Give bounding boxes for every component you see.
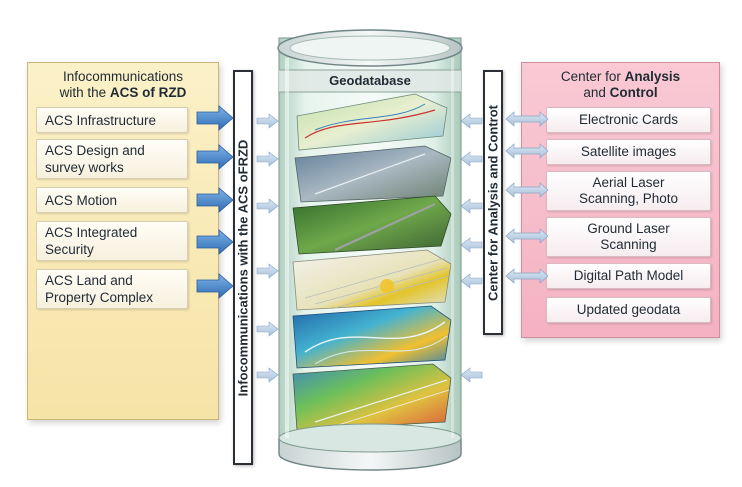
double-arrow-icon: [505, 143, 549, 159]
arrow-right-icon: [196, 187, 234, 213]
map-layer-geodata: [292, 363, 452, 431]
arrow-left-icon: [460, 273, 483, 289]
cylinder-graphic: [277, 29, 463, 471]
item-label: Ground Laser: [587, 221, 670, 236]
arrow-right-icon: [196, 105, 234, 131]
double-arrow-icon: [505, 228, 549, 244]
right-panel-analysis-control: Center for Analysis and Control Electron…: [521, 62, 720, 338]
double-arrow-icon: [505, 268, 549, 284]
arrow-right-icon: [256, 198, 279, 214]
arrow-left-icon: [460, 151, 483, 167]
left-item-acs-design[interactable]: ACS Design and survey works: [36, 139, 188, 179]
arrow-right-icon: [196, 273, 234, 299]
right-item-satellite-images[interactable]: Satellite images: [546, 139, 711, 165]
left-panel-title: Infocommunications with the ACS of RZD: [28, 69, 218, 101]
left-panel-acs-rzd: Infocommunications with the ACS of RZD A…: [27, 62, 219, 420]
map-layer-topographic: [296, 93, 448, 151]
arrow-right-icon: [256, 113, 279, 129]
item-label: Updated geodata: [576, 302, 681, 317]
item-label-2: Property Complex: [45, 290, 154, 305]
arrow-right-icon: [196, 229, 234, 255]
left-item-acs-infrastructure[interactable]: ACS Infrastructure: [36, 107, 188, 133]
arrow-right-icon: [196, 144, 234, 170]
arrow-right-icon: [256, 321, 279, 337]
left-item-acs-motion[interactable]: ACS Motion: [36, 187, 188, 213]
map-layer-terrain-model: [292, 305, 452, 369]
left-title-line2: with the ACS of RZD: [28, 85, 218, 101]
right-title-bold-2: Control: [609, 85, 658, 100]
right-title-line2: and Control: [522, 85, 719, 101]
item-label: Electronic Cards: [578, 112, 679, 127]
map-layer-satellite: [294, 145, 452, 203]
right-title-prefix-2: and: [583, 85, 610, 100]
cylinder-label: Geodatabase: [329, 73, 411, 88]
arrow-right-icon: [256, 151, 279, 167]
map-layer-laser-scan: [292, 249, 452, 311]
item-label: Digital Path Model: [573, 268, 684, 283]
left-title-prefix: with the: [59, 85, 110, 100]
item-label-2: Security: [45, 242, 94, 257]
item-label: Aerial Laser: [592, 175, 665, 190]
item-label: ACS Infrastructure: [45, 112, 157, 128]
right-panel-title: Center for Analysis and Control: [522, 69, 719, 101]
right-title-bold: Analysis: [624, 69, 681, 84]
arrow-right-icon: [256, 367, 279, 383]
double-arrow-icon: [505, 111, 549, 127]
right-vertical-bar: Center for Analysis and Controt: [483, 70, 503, 335]
item-label-2: Scanning: [600, 237, 657, 252]
arrow-left-icon: [460, 113, 483, 129]
right-item-updated-geodata[interactable]: Updated geodata: [546, 297, 711, 323]
right-title-prefix: Center for: [560, 69, 625, 84]
arrow-left-icon: [460, 367, 483, 383]
item-label: ACS Design and: [45, 143, 145, 158]
map-layer-aerial-photo: [292, 195, 452, 255]
item-label-2: survey works: [45, 160, 124, 175]
arrow-left-icon: [460, 198, 483, 214]
right-title-line1: Center for Analysis: [522, 69, 719, 85]
arrow-left-icon: [460, 237, 483, 253]
item-label: ACS Integrated: [45, 225, 138, 240]
item-label: Satellite images: [580, 144, 677, 159]
double-arrow-icon: [505, 182, 549, 198]
arrow-right-icon: [256, 263, 279, 279]
item-label-2: Scanning, Photo: [578, 191, 679, 206]
left-title-bold: ACS of RZD: [109, 85, 187, 100]
left-title-line1: Infocommunications: [62, 69, 184, 84]
item-label: ACS Motion: [45, 192, 118, 208]
left-vertical-bar: Infocommunications with the ACS oFRZD: [233, 70, 253, 465]
right-item-electronic-cards[interactable]: Electronic Cards: [546, 107, 711, 133]
right-item-digital-path[interactable]: Digital Path Model: [546, 263, 711, 289]
item-label: ACS Land and: [45, 273, 133, 288]
geodatabase-cylinder: Geodatabase: [275, 18, 465, 473]
